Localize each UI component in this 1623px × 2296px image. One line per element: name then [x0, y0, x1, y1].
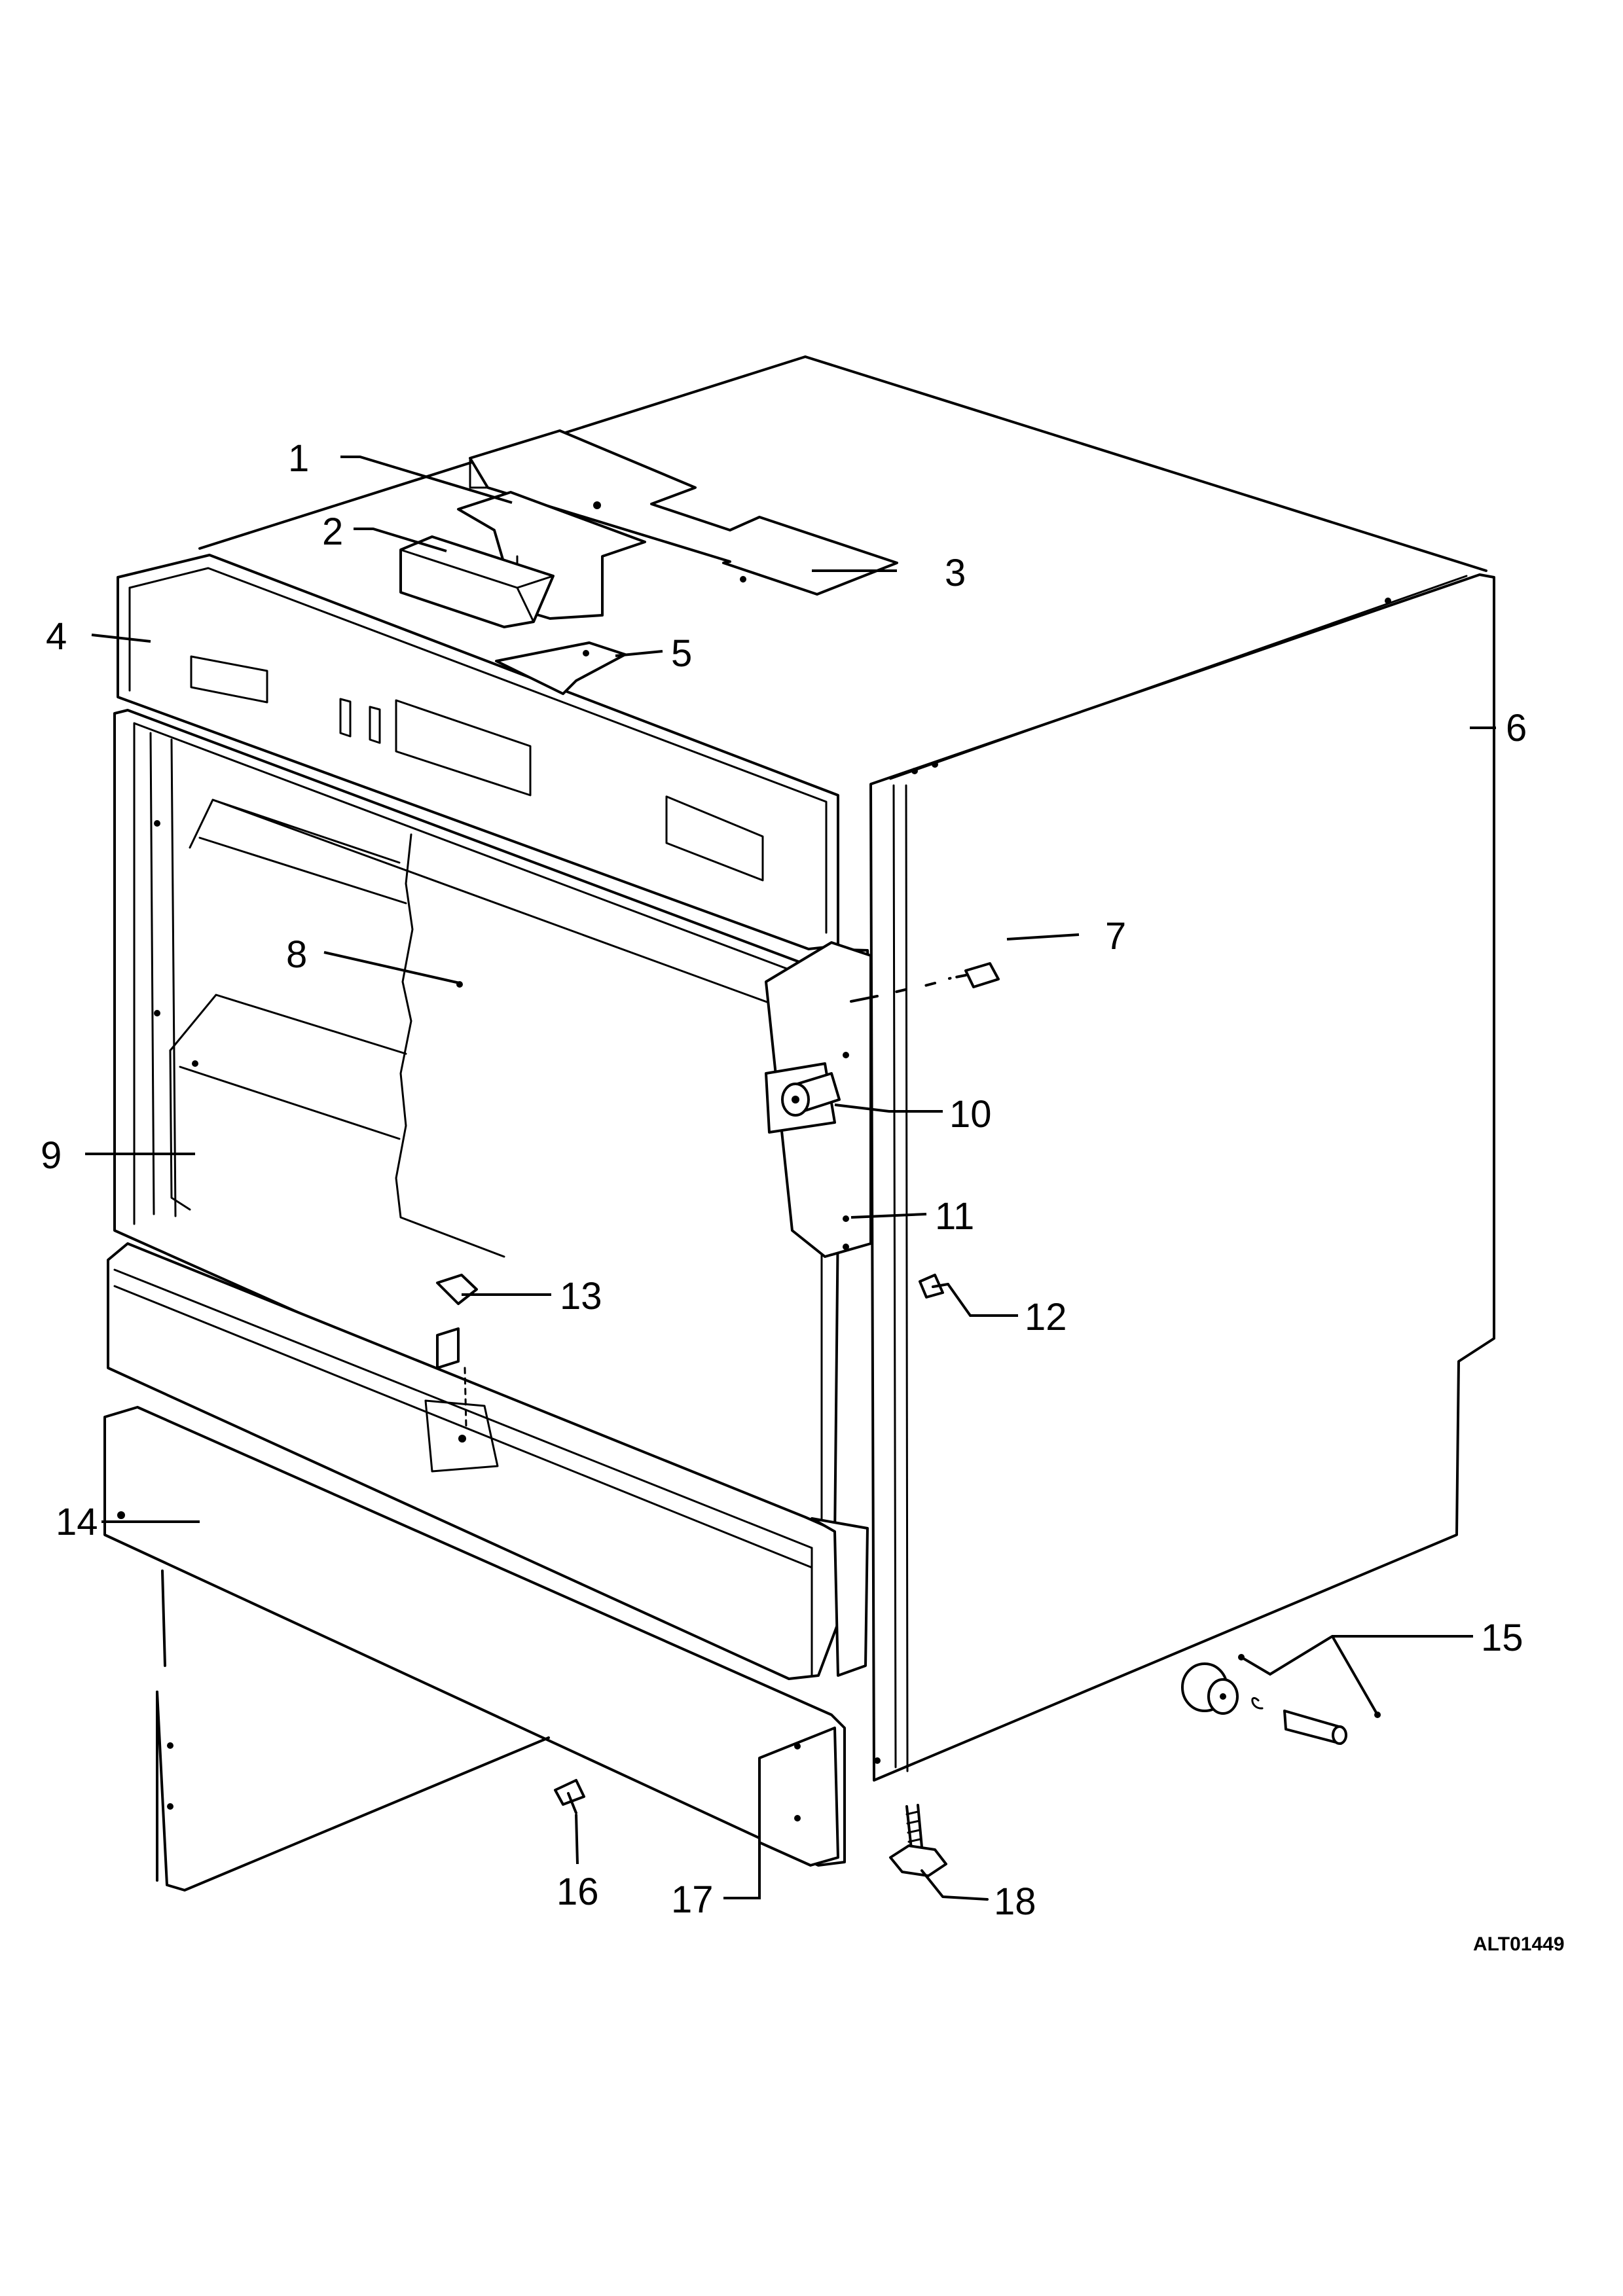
- door-side-trim: [765, 941, 872, 1258]
- callout-6: 6: [1506, 707, 1527, 749]
- door-hinge-pin: [765, 1062, 841, 1134]
- callout-8: 8: [286, 933, 307, 976]
- callout-7: 7: [1105, 915, 1126, 958]
- toe-kick-frame: [103, 1406, 846, 1892]
- leader-lines: [85, 456, 1496, 1899]
- wheel-and-axle-kit: [1181, 1654, 1381, 1745]
- callout-2: 2: [322, 511, 343, 553]
- hinge-screw: [850, 962, 1000, 1003]
- leveling-foot: [889, 1804, 989, 1901]
- callout-4: 4: [46, 615, 67, 658]
- callout-16: 16: [556, 1871, 599, 1913]
- lower-door-panel: [107, 1242, 869, 1680]
- callout-14: 14: [56, 1501, 98, 1543]
- control-knob-housing: [399, 535, 555, 628]
- callout-11: 11: [935, 1195, 974, 1238]
- panel-clip: [495, 641, 627, 695]
- reference-code: ALT01449: [1473, 1933, 1565, 1955]
- callout-5: 5: [671, 632, 692, 675]
- callout-13: 13: [560, 1275, 602, 1318]
- callout-15: 15: [1481, 1617, 1523, 1659]
- door-latch: [424, 1274, 499, 1473]
- callout-3: 3: [945, 552, 966, 594]
- screw-12: [919, 1274, 949, 1299]
- callout-18: 18: [994, 1880, 1036, 1923]
- cabinet-shell: [198, 355, 1495, 1782]
- screw-16: [554, 1779, 585, 1814]
- callout-9: 9: [41, 1134, 62, 1177]
- callout-10: 10: [949, 1093, 992, 1136]
- top-mounting-bracket: [469, 429, 898, 596]
- callout-labels: 1 2 3 4 5 6 7 8 9 10 11 12 13 14 15 16 1…: [41, 437, 1527, 1923]
- inner-door-panel: [189, 798, 793, 1258]
- callout-17: 17: [671, 1878, 714, 1921]
- callout-1: 1: [288, 437, 309, 480]
- callout-12: 12: [1025, 1296, 1067, 1338]
- door-insulation: [169, 994, 407, 1211]
